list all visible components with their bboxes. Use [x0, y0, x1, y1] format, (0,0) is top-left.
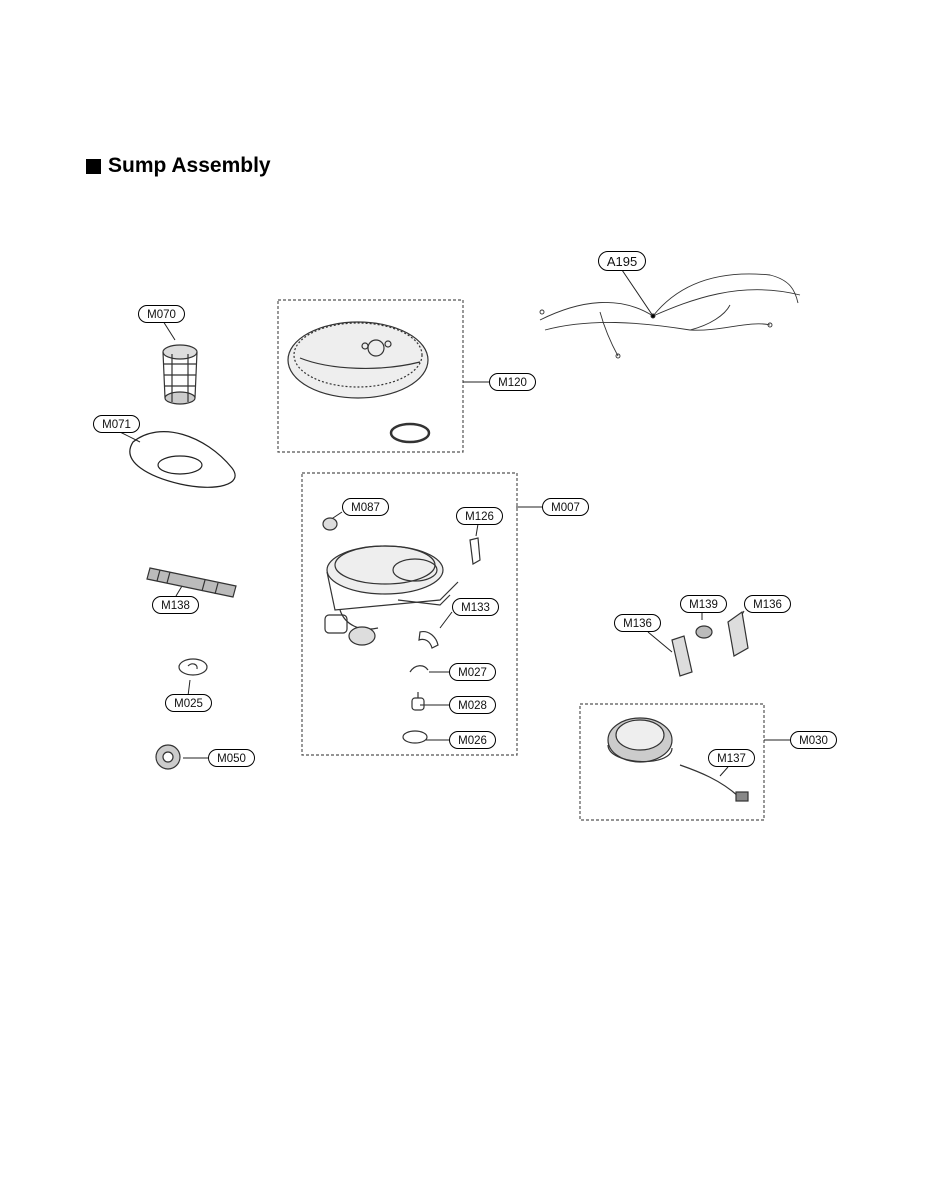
group-box-m030 [579, 703, 765, 821]
callout-m027: M027 [449, 663, 496, 681]
group-box-m007 [301, 472, 518, 756]
callout-m133: M133 [452, 598, 499, 616]
section-title: Sump Assembly [86, 154, 271, 178]
seal-m026 [402, 730, 428, 744]
group-box-m120 [277, 299, 464, 453]
elbow-hose-m133 [418, 631, 439, 649]
callout-m137: M137 [708, 749, 755, 767]
filter-plate-part [287, 321, 431, 444]
callout-m050: M050 [208, 749, 255, 767]
callout-m120: M120 [489, 373, 536, 391]
callout-m136-right: M136 [744, 595, 791, 613]
gasket-part [129, 431, 236, 488]
callout-m138: M138 [152, 596, 199, 614]
wire-harness-part [539, 273, 801, 359]
callout-m139: M139 [680, 595, 727, 613]
callout-m025: M025 [165, 694, 212, 712]
square-bullet-icon [86, 158, 101, 174]
callout-m136-left: M136 [614, 614, 661, 632]
grommet-m139 [695, 625, 713, 639]
callout-m126: M126 [456, 507, 503, 525]
sump-body-part [324, 545, 459, 646]
shaft-part [146, 567, 237, 598]
small-cap-m087 [322, 517, 338, 531]
sensor-m028 [411, 692, 425, 711]
callout-m026: M026 [449, 731, 496, 749]
bracket-m136-left [671, 635, 693, 677]
callout-a195: A195 [598, 251, 646, 271]
callout-m030: M030 [790, 731, 837, 749]
impeller-part [155, 744, 181, 770]
harness-m137 [679, 764, 749, 802]
bracket-m126 [469, 537, 481, 565]
clip-m027 [409, 665, 429, 673]
pump-motor-part [607, 717, 673, 763]
filter-cylinder-part [162, 344, 198, 405]
callout-m087: M087 [342, 498, 389, 516]
callout-m070: M070 [138, 305, 185, 323]
bracket-m136-right [727, 610, 749, 657]
washer-part [178, 658, 208, 676]
callout-m028: M028 [449, 696, 496, 714]
callout-m071: M071 [93, 415, 140, 433]
section-title-text: Sump Assembly [108, 154, 271, 177]
callout-m007: M007 [542, 498, 589, 516]
